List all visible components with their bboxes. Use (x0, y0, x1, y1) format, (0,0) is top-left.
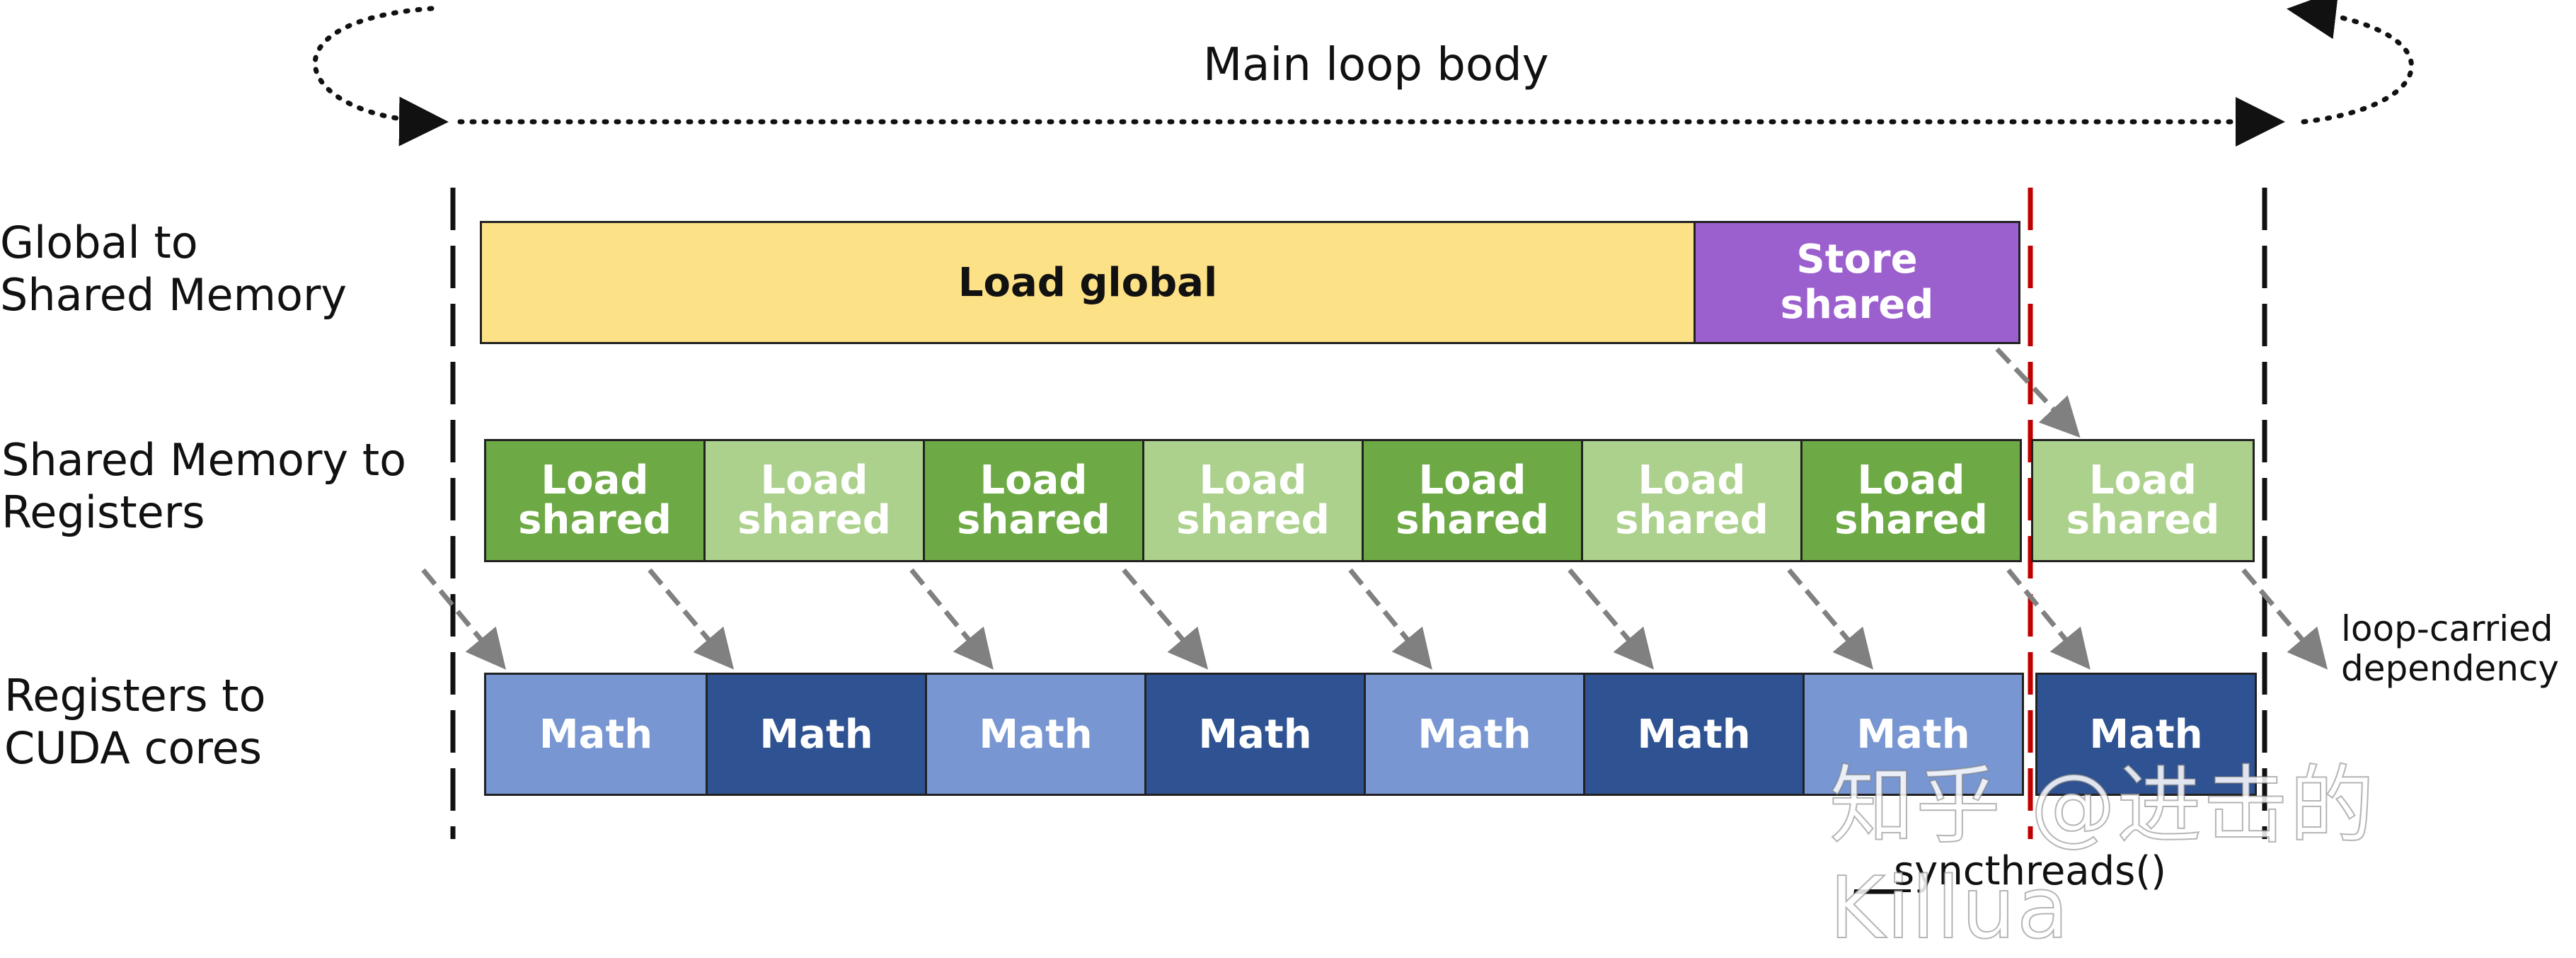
load-shared-block: Load shared (1362, 439, 1583, 562)
dependency-arrow (421, 568, 506, 670)
load-shared-block: Load shared (1581, 439, 1802, 562)
math-block: Math (1802, 673, 2024, 796)
math-block: Math (2035, 673, 2257, 796)
math-block: Math (925, 673, 1146, 796)
dependency-arrow (1568, 568, 1655, 670)
load-shared-block: Load shared (1142, 439, 1364, 562)
load-shared-block: Load shared (1800, 439, 2022, 562)
row-label-registers-to-cores: Registers to CUDA cores (4, 670, 266, 774)
load-shared-block: Load shared (703, 439, 925, 562)
loop-back-arc-right (2287, 0, 2414, 125)
loop-carried-dependency-label: loop-carried dependency (2341, 608, 2559, 689)
load-global-block: Load global (480, 221, 1696, 344)
dependency-arrow (1787, 568, 1874, 670)
diagram-lines (312, 0, 2414, 892)
load-shared-block: Load shared (2031, 439, 2255, 562)
dependency-arrow (648, 568, 735, 670)
dependency-arrow (1995, 347, 2081, 438)
syncthreads-label: __syncthreads() (1854, 848, 2167, 894)
math-block: Math (484, 673, 708, 796)
load-shared-block: Load shared (923, 439, 1144, 562)
dependency-arrow (909, 568, 994, 670)
math-block: Math (1144, 673, 1366, 796)
row-label-global-to-shared: Global to Shared Memory (0, 217, 347, 321)
loop-back-arc-left (312, 6, 449, 147)
store-shared-block: Store shared (1694, 221, 2020, 344)
load-shared-block: Load shared (484, 439, 706, 562)
math-block: Math (1583, 673, 1805, 796)
row-label-shared-to-registers: Shared Memory to Registers (1, 434, 407, 538)
math-block: Math (1364, 673, 1585, 796)
main-loop-title: Main loop body (1203, 39, 1549, 91)
watermark-text: 知乎 @进击的Killua (1829, 756, 2376, 958)
dependency-arrow (2006, 568, 2091, 670)
dependency-arrow (1348, 568, 1432, 670)
math-block: Math (706, 673, 927, 796)
loop-carried-arrow (2241, 568, 2328, 670)
dependency-arrow (1122, 568, 1209, 670)
